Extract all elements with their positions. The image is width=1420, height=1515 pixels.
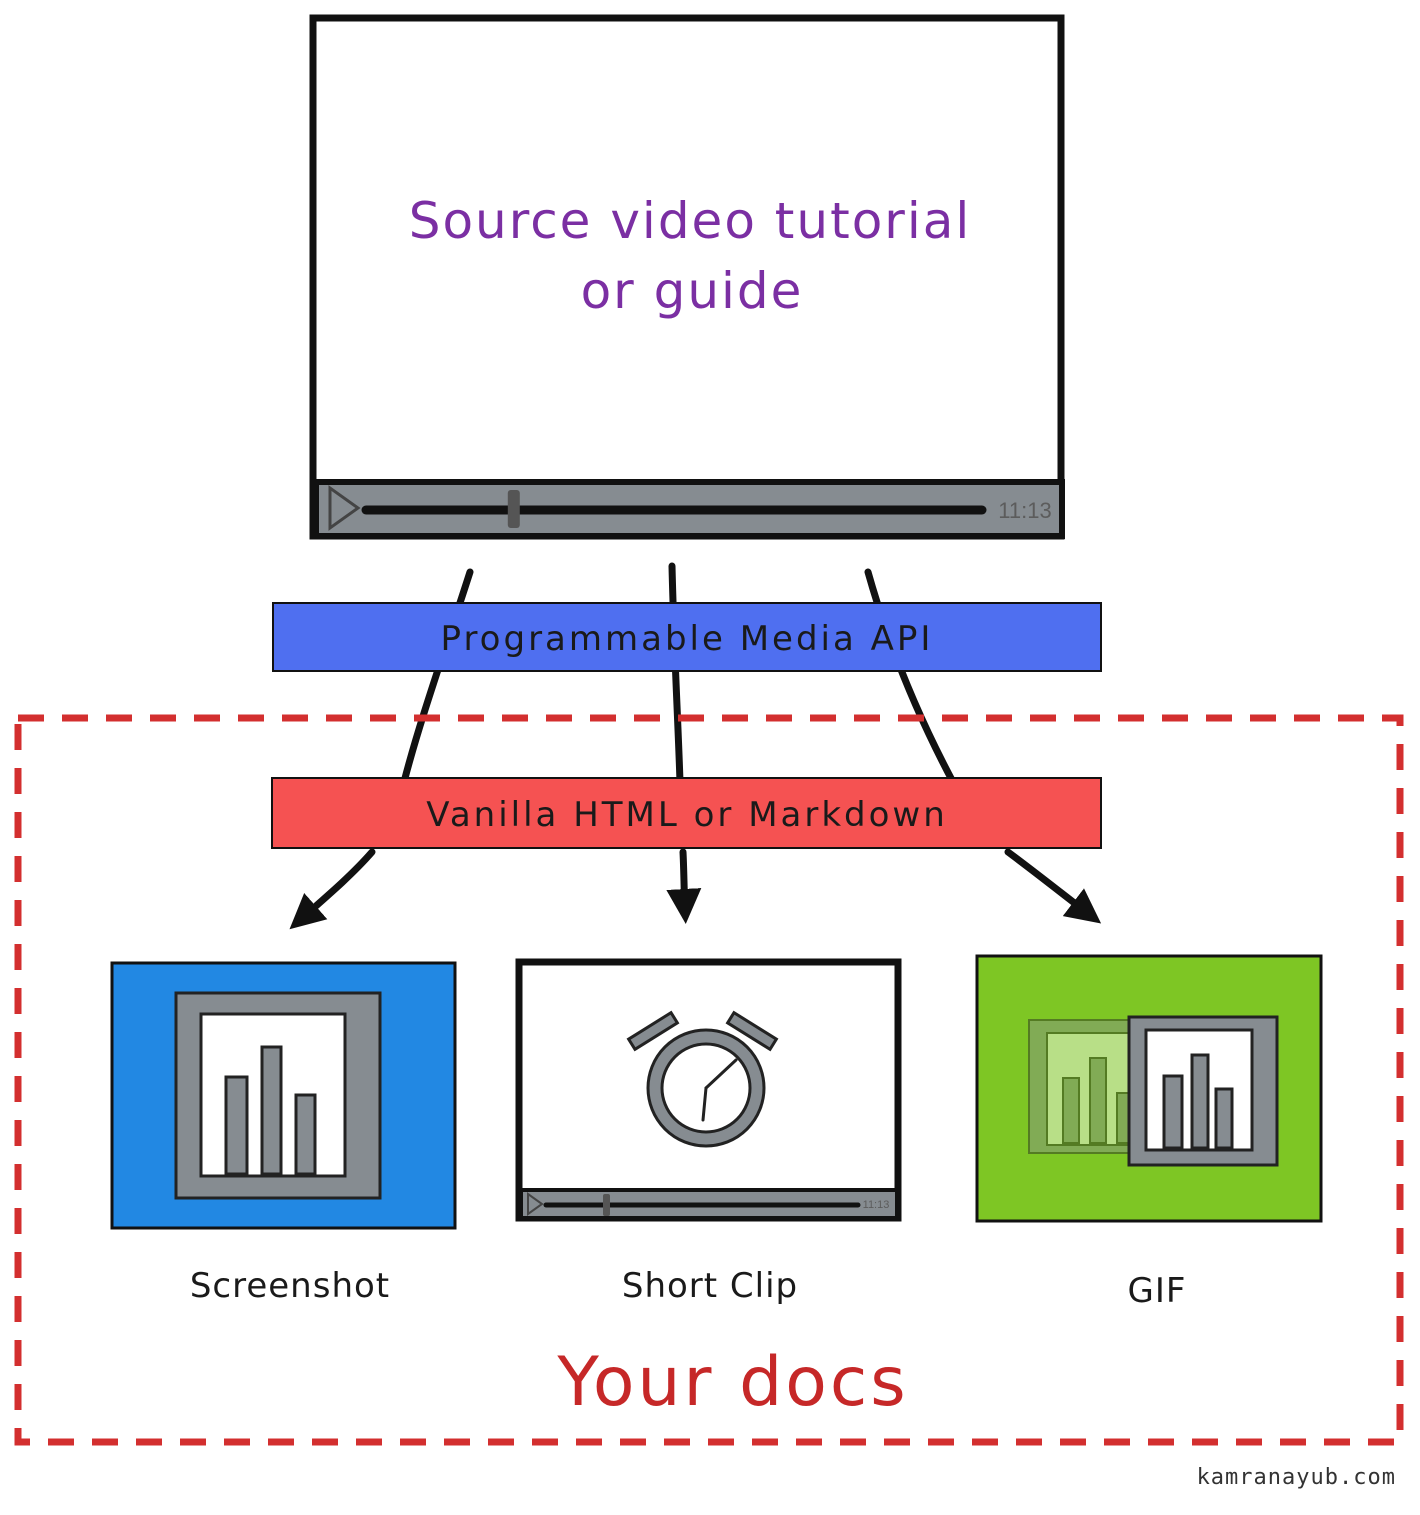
clip-scrubber[interactable] [603,1194,610,1216]
gif-bar-chart-icon [1162,1053,1234,1150]
format-band: Vanilla HTML or Markdown [271,777,1102,849]
source-title-line2: or guide [581,262,804,320]
format-band-label: Vanilla HTML or Markdown [426,795,948,835]
short-clip-label: Short Clip [622,1266,798,1306]
alarm-clock-icon [626,1010,779,1148]
video-scrubber[interactable] [507,490,520,528]
play-icon[interactable] [328,485,361,531]
gif-current-frame [1127,1015,1279,1167]
short-clip-card[interactable]: 11:13 [515,958,902,1222]
bar-chart-icon [224,1045,317,1176]
arrow-to-screenshot [289,848,376,930]
source-video-player[interactable]: 11:13 Source video tutorial or guide [309,14,1065,540]
arrow-to-gif [1004,848,1102,924]
your-docs-region [14,714,1404,1446]
gif-label: GIF [1128,1271,1187,1311]
your-docs-label: Your docs [556,1343,908,1422]
source-title-line1: Source video tutorial [409,192,972,250]
flow-line-right-upper [864,568,957,786]
video-timestamp: 11:13 [998,498,1051,523]
clip-timestamp: 11:13 [863,1199,890,1211]
arrow-to-short-clip [666,848,702,924]
flow-line-center-upper [668,562,684,786]
clip-play-icon[interactable] [527,1192,544,1216]
video-frame [309,14,1065,540]
api-band-label: Programmable Media API [441,619,934,659]
credit-link[interactable]: kamranayub.com [1197,1465,1396,1490]
screenshot-card[interactable] [110,961,457,1230]
flow-line-left-upper [400,568,474,786]
screenshot-label: Screenshot [190,1266,390,1306]
api-band: Programmable Media API [272,602,1102,672]
gif-card[interactable] [975,954,1323,1223]
